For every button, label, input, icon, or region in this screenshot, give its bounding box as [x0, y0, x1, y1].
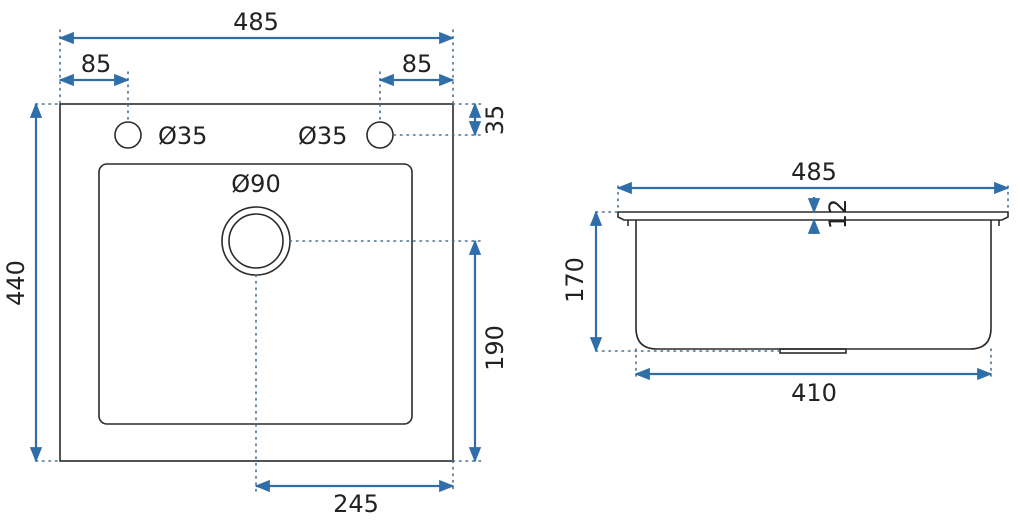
label-right-hole-diameter: Ø35	[298, 122, 347, 150]
side-view: 485 12 170 410	[561, 158, 1010, 407]
drain-outer-ring	[221, 206, 291, 276]
label-left-hole-diameter: Ø35	[158, 122, 207, 150]
side-drain-stub	[779, 348, 847, 354]
label-right-hole-offset: 85	[402, 50, 433, 78]
label-side-rim-thickness: 12	[824, 199, 852, 230]
label-overall-width: 485	[233, 8, 279, 36]
label-left-hole-offset: 85	[81, 50, 112, 78]
left-tap-hole	[114, 121, 142, 149]
side-rim	[617, 211, 1009, 221]
sink-outer-rim	[59, 103, 454, 462]
drain-inner-ring	[228, 213, 284, 269]
label-side-depth: 170	[561, 257, 589, 303]
label-overall-height: 440	[2, 260, 30, 306]
top-view: 485 85 85 Ø35 Ø35 Ø90 440 35 190 245	[2, 8, 509, 518]
label-drain-diameter: Ø90	[231, 170, 280, 198]
label-side-bowl-width: 410	[791, 379, 837, 407]
label-drain-to-bottom: 190	[481, 325, 509, 371]
label-hole-top-offset: 35	[481, 105, 509, 136]
right-tap-hole	[366, 121, 394, 149]
label-side-overall-width: 485	[791, 158, 837, 186]
label-drain-to-right: 245	[333, 490, 379, 518]
side-bowl	[635, 220, 992, 350]
